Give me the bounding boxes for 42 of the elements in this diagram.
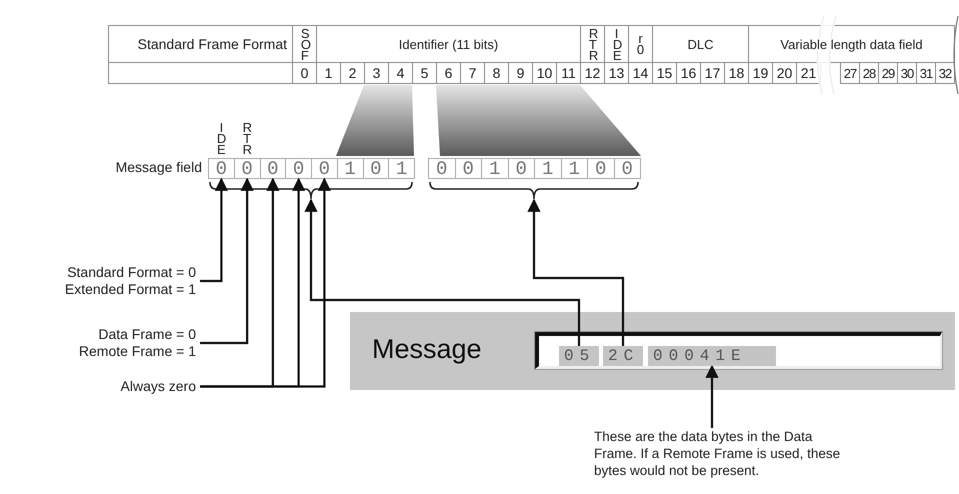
bit-cell: 0 (362, 158, 390, 179)
bit-cell: 0 (234, 158, 260, 179)
bit-cell: 1 (481, 158, 508, 179)
field-name: RTR (588, 28, 596, 60)
hex-digits: 05 (559, 346, 599, 366)
bit-cell: 0 (508, 158, 535, 179)
arrow (304, 198, 580, 346)
arrow (200, 178, 254, 344)
row-label: Message field (116, 159, 202, 176)
annotation-text: Always zero (10, 378, 196, 395)
arrow (200, 178, 331, 388)
message-display-field (535, 332, 942, 369)
bit-cell: 0 (285, 158, 312, 179)
field-name: Variable length data field (779, 38, 924, 50)
bit-number-cell: 27 (840, 62, 860, 84)
note-text: These are the data bytes in the Data Frame. If a Remote Frame is used, these bytes would not be present. (594, 428, 856, 479)
arrow (705, 364, 719, 428)
bit-label: IDE (216, 122, 226, 155)
field-name: SOF (300, 28, 308, 60)
annotation-text: Standard Format = 0 Extended Format = 1 (46, 264, 196, 298)
bit-cell: 0 (454, 158, 482, 179)
bit-number-cell: 32 (935, 62, 955, 84)
bit-cell: 0 (208, 158, 235, 179)
arrow (200, 178, 228, 282)
message-label: Message (372, 333, 482, 366)
bit-cell: 0 (311, 158, 338, 179)
bit-cell: 0 (260, 158, 286, 179)
hex-digits: 00041E (648, 346, 776, 366)
bit-cell: 0 (587, 158, 614, 179)
message-panel (350, 312, 955, 390)
bit-cell: 1 (534, 158, 562, 179)
hex-digits: 2C (603, 346, 643, 366)
bit-cell: 1 (388, 158, 415, 179)
field-name: r0 (636, 33, 644, 55)
field-name: IDE (612, 28, 620, 60)
bit-cell: 0 (614, 158, 641, 179)
annotation-text: Data Frame = 0 Remote Frame = 1 (46, 326, 196, 360)
bit-cell: 1 (336, 158, 364, 179)
bit-cell: 1 (560, 158, 588, 179)
bit-label: RTR (242, 122, 252, 155)
bit-cell: 0 (428, 158, 456, 179)
arrow (527, 198, 624, 346)
